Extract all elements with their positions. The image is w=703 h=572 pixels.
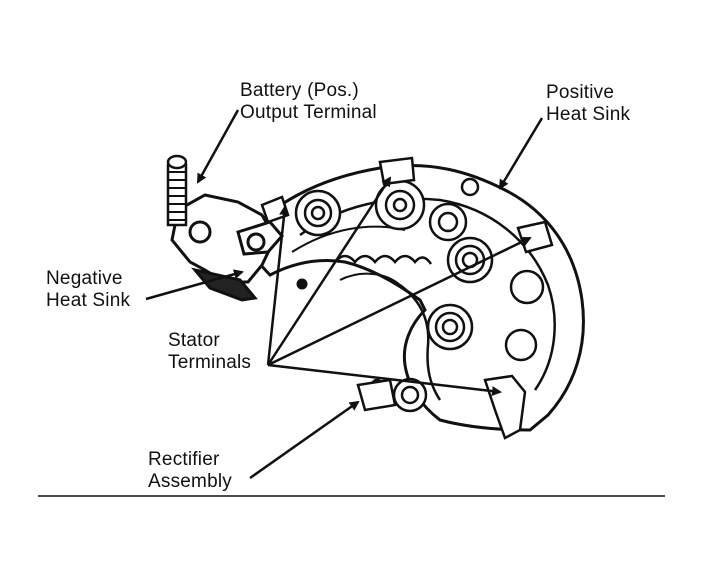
diode-set bbox=[294, 177, 545, 413]
negative-heat-sink-plate bbox=[170, 193, 308, 302]
label-line: Heat Sink bbox=[46, 290, 131, 311]
label-line: Assembly bbox=[148, 471, 232, 492]
battery-arrow bbox=[196, 109, 240, 184]
label-positive-heat-sink: Positive Heat Sink bbox=[546, 82, 630, 126]
diode bbox=[374, 179, 426, 231]
positive-heat-sink-arrow bbox=[498, 117, 544, 190]
stator-terminal-tab bbox=[378, 156, 416, 186]
stator-arrow bbox=[267, 236, 532, 367]
label-line: Positive bbox=[546, 82, 615, 103]
diode bbox=[509, 269, 545, 305]
stator-terminal-tab bbox=[356, 378, 397, 412]
label-line: Battery (Pos.) bbox=[240, 80, 359, 101]
label-rectifier-assembly: Rectifier Assembly bbox=[148, 449, 232, 493]
diode bbox=[426, 303, 474, 351]
label-line: Negative bbox=[46, 268, 123, 289]
label-stator-terminals: Stator Terminals bbox=[168, 330, 251, 374]
leader-arrows bbox=[145, 109, 544, 480]
label-negative-heat-sink: Negative Heat Sink bbox=[46, 268, 130, 312]
stator-arrow bbox=[266, 176, 392, 366]
diode bbox=[294, 189, 342, 237]
diode bbox=[504, 328, 538, 362]
label-line: Terminals bbox=[168, 352, 252, 373]
rectifier-arrow bbox=[249, 400, 360, 480]
label-battery-output-terminal: Battery (Pos.) Output Terminal bbox=[240, 80, 377, 124]
stator-arrow bbox=[266, 205, 290, 366]
stator-arrow bbox=[267, 363, 502, 397]
diode bbox=[446, 236, 494, 284]
battery-stud bbox=[166, 154, 212, 244]
negative-heat-sink-arrow bbox=[145, 269, 244, 301]
label-line: Stator bbox=[168, 330, 220, 351]
label-line: Output Terminal bbox=[240, 102, 377, 123]
diode bbox=[428, 202, 468, 242]
diode bbox=[392, 377, 428, 413]
label-line: Rectifier bbox=[148, 449, 220, 470]
label-line: Heat Sink bbox=[546, 104, 631, 125]
mount-hole bbox=[460, 177, 480, 197]
